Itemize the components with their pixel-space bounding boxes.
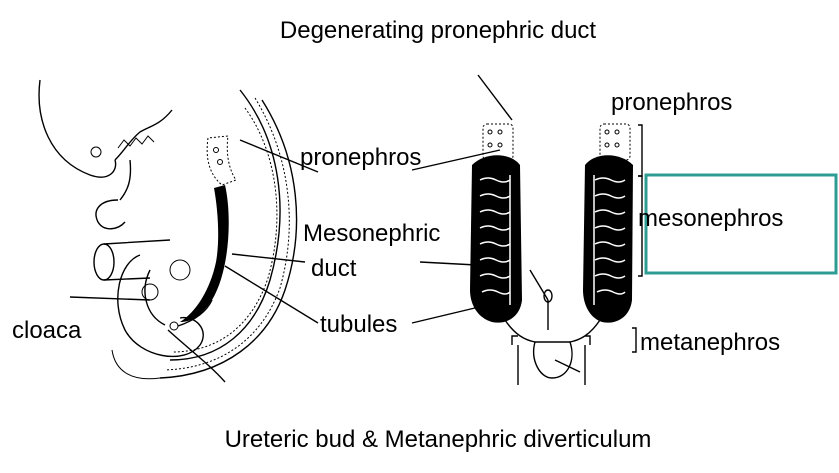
bottom-title: Ureteric bud & Metanephric diverticulum xyxy=(225,426,652,453)
label-metanephros: metanephros xyxy=(640,329,780,356)
label-mesonephric-line1: Mesonephric xyxy=(303,220,440,247)
leader-lines xyxy=(69,74,643,383)
kidney-illustration xyxy=(470,123,633,385)
embryo-illustration xyxy=(38,79,298,380)
mesonephros-highlight-box xyxy=(644,173,838,275)
label-mesonephros: mesonephros xyxy=(638,205,783,232)
label-mesonephric-line2: duct xyxy=(311,255,357,282)
label-pronephros-right: pronephros xyxy=(611,89,732,116)
top-title: Degenerating pronephric duct xyxy=(280,17,597,44)
label-tubules: tubules xyxy=(320,311,397,338)
label-pronephros-left: pronephros xyxy=(300,144,421,171)
label-cloaca: cloaca xyxy=(12,317,82,344)
